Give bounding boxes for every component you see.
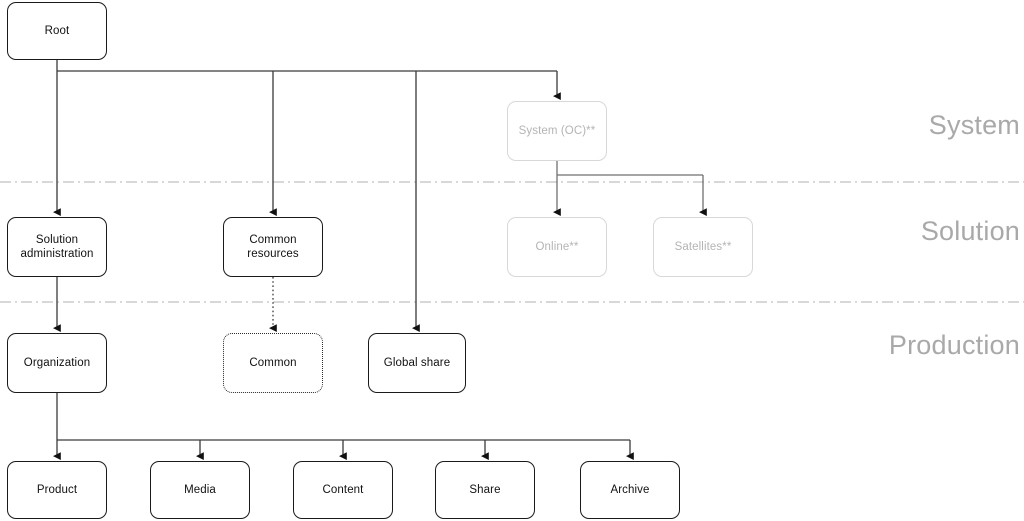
node-root-label: Root <box>44 24 70 37</box>
node-share[interactable]: Share <box>435 461 535 519</box>
node-common-resources[interactable]: Common resources <box>223 217 323 277</box>
node-solution-administration[interactable]: Solution administration <box>7 217 107 277</box>
node-share-label: Share <box>469 483 501 496</box>
node-common-resources-label: Common resources <box>247 233 299 260</box>
node-solution-administration-label: Solution administration <box>20 233 94 260</box>
node-media-label: Media <box>184 483 216 496</box>
node-common[interactable]: Common <box>223 333 323 393</box>
edge-organization-bus <box>53 393 634 461</box>
node-archive[interactable]: Archive <box>580 461 680 519</box>
node-content[interactable]: Content <box>293 461 393 519</box>
node-online-label: Online** <box>535 240 579 253</box>
edge-root-bus <box>53 60 561 333</box>
edge-system-oc-bus <box>553 161 707 217</box>
node-organization-label: Organization <box>23 356 91 369</box>
node-system-oc-label: System (OC)** <box>518 124 596 137</box>
node-root[interactable]: Root <box>7 2 107 60</box>
node-content-label: Content <box>322 483 364 496</box>
node-global-share[interactable]: Global share <box>368 333 466 393</box>
node-global-share-label: Global share <box>383 356 451 369</box>
node-satellites-label: Satellites** <box>674 240 732 253</box>
lane-label-solution: Solution <box>920 216 1020 246</box>
node-product[interactable]: Product <box>7 461 107 519</box>
node-satellites[interactable]: Satellites** <box>653 217 753 277</box>
node-product-label: Product <box>36 483 78 496</box>
node-online[interactable]: Online** <box>507 217 607 277</box>
node-common-label: Common <box>249 356 297 369</box>
node-system-oc[interactable]: System (OC)** <box>507 101 607 161</box>
node-organization[interactable]: Organization <box>7 333 107 393</box>
lane-label-production: Production <box>888 330 1020 360</box>
node-media[interactable]: Media <box>150 461 250 519</box>
lane-label-system: System <box>928 110 1020 140</box>
node-archive-label: Archive <box>610 483 650 496</box>
